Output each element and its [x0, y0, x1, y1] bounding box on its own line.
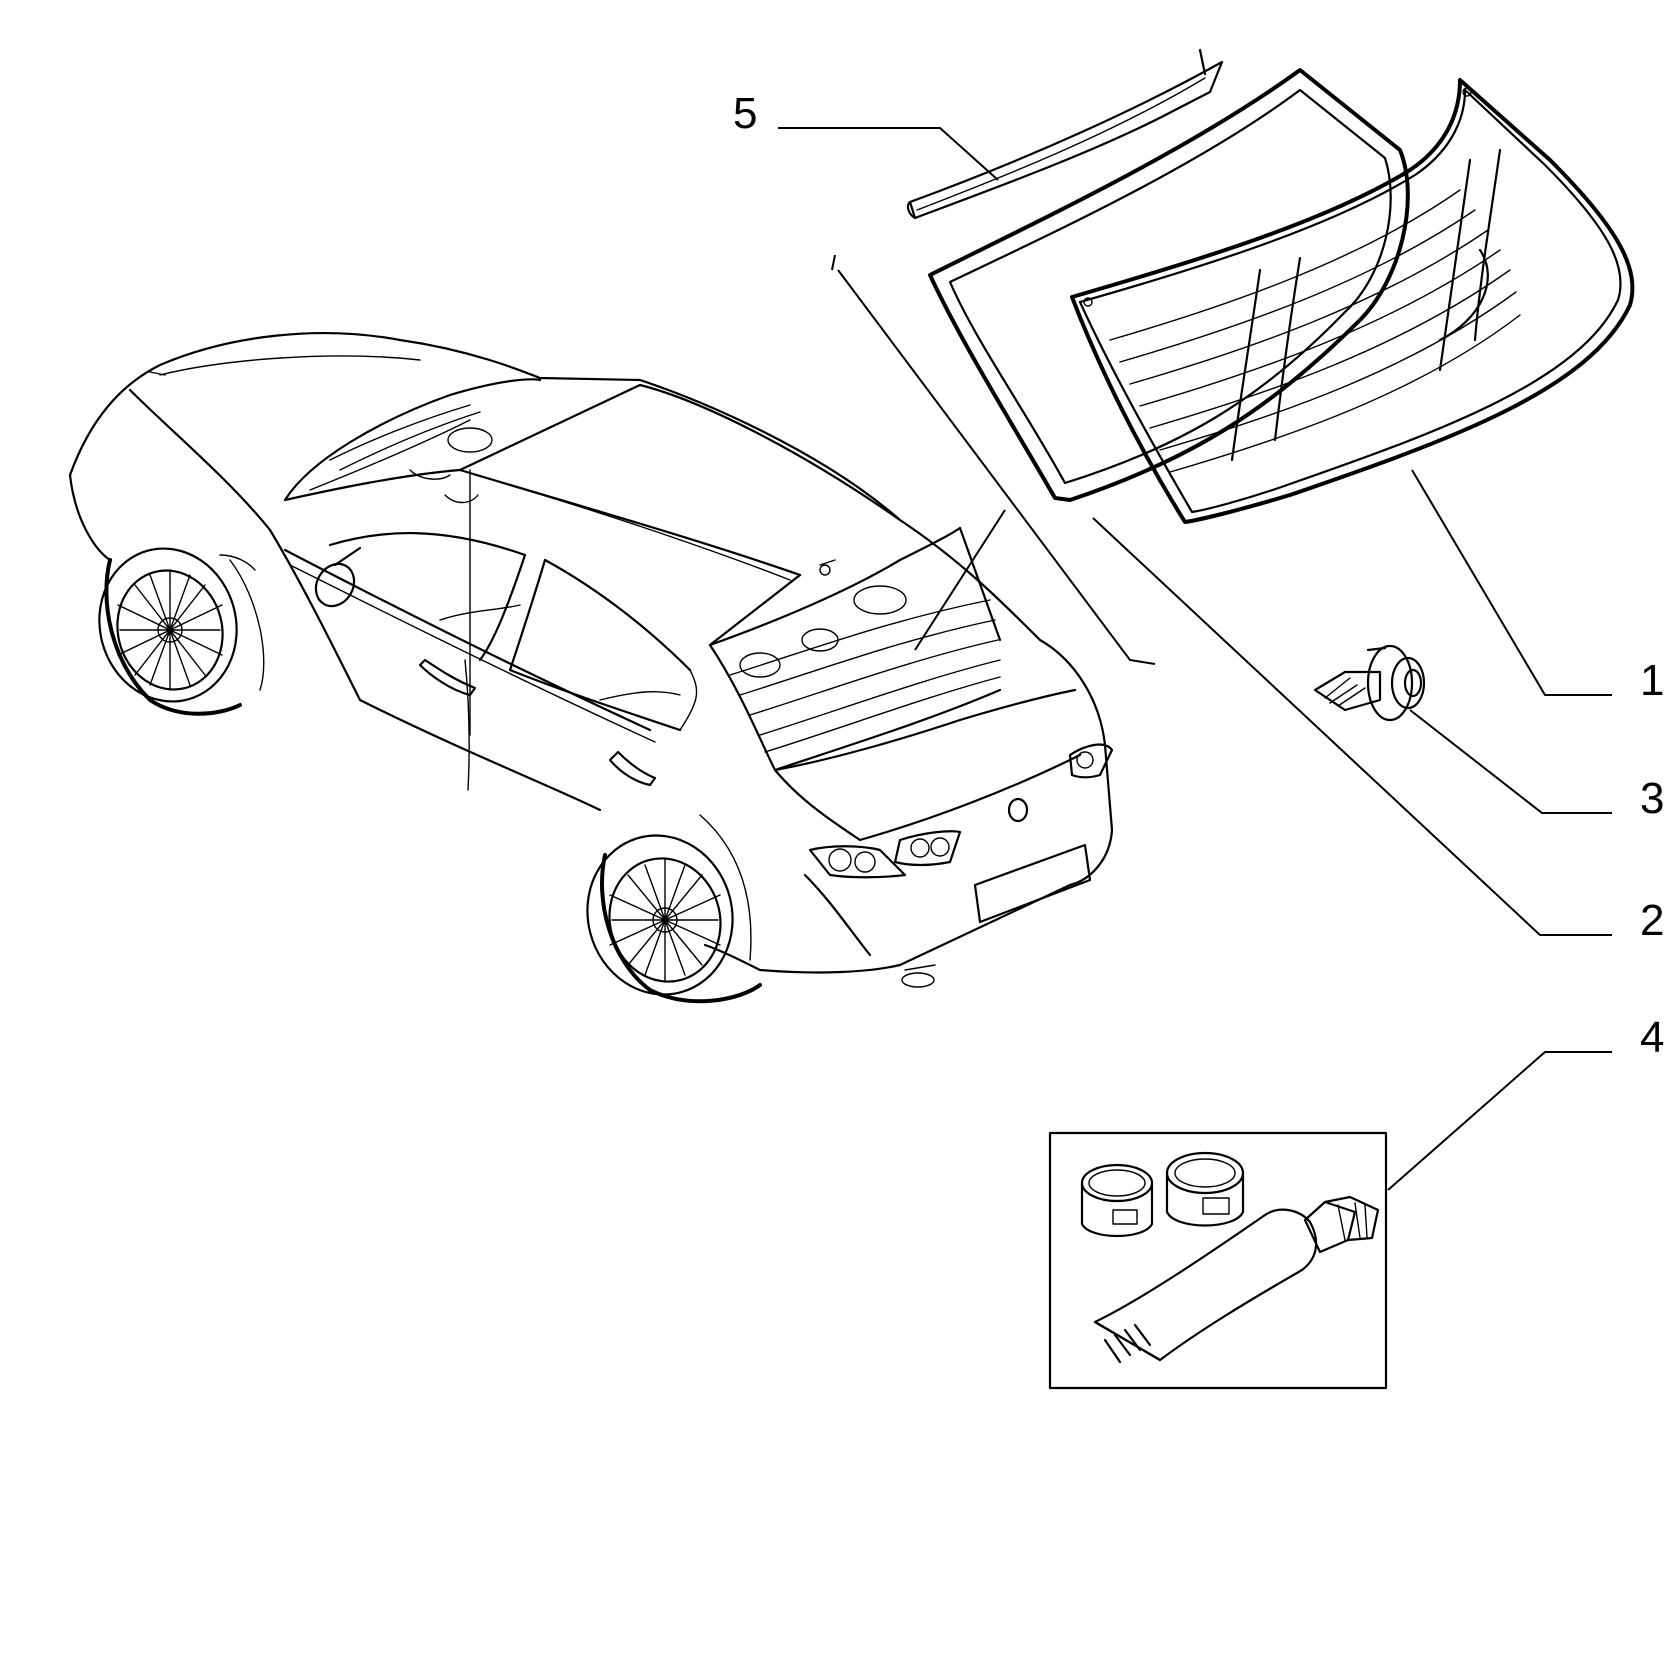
- front-wheel: [98, 547, 242, 716]
- part-4-adhesive-kit: [1048, 1131, 1388, 1390]
- leader-line-1: [1411, 469, 1612, 696]
- callout-5: 5: [733, 89, 757, 138]
- callouts: 5 1 3 2 4: [733, 89, 1664, 1062]
- rear-wheel: [586, 834, 762, 1004]
- part-3-clip: [1313, 644, 1426, 722]
- part-2-gasket: [928, 68, 1410, 502]
- callout-2: 2: [1640, 896, 1664, 945]
- part-1-rear-glass: [1070, 78, 1635, 524]
- glass-pointer-line: [914, 509, 1006, 651]
- leader-line-3: [1409, 709, 1612, 814]
- bracket-line: [831, 254, 1156, 665]
- callout-4: 4: [1640, 1013, 1664, 1062]
- car-illustration: [68, 332, 1114, 1004]
- leader-lines: [778, 127, 1612, 1191]
- callout-3: 3: [1640, 774, 1664, 823]
- leader-line-5: [778, 127, 999, 181]
- leader-line-4: [1387, 1051, 1612, 1191]
- callout-1: 1: [1640, 656, 1664, 705]
- part-5-seal-strip: [906, 48, 1224, 220]
- leader-line-2: [1092, 517, 1612, 936]
